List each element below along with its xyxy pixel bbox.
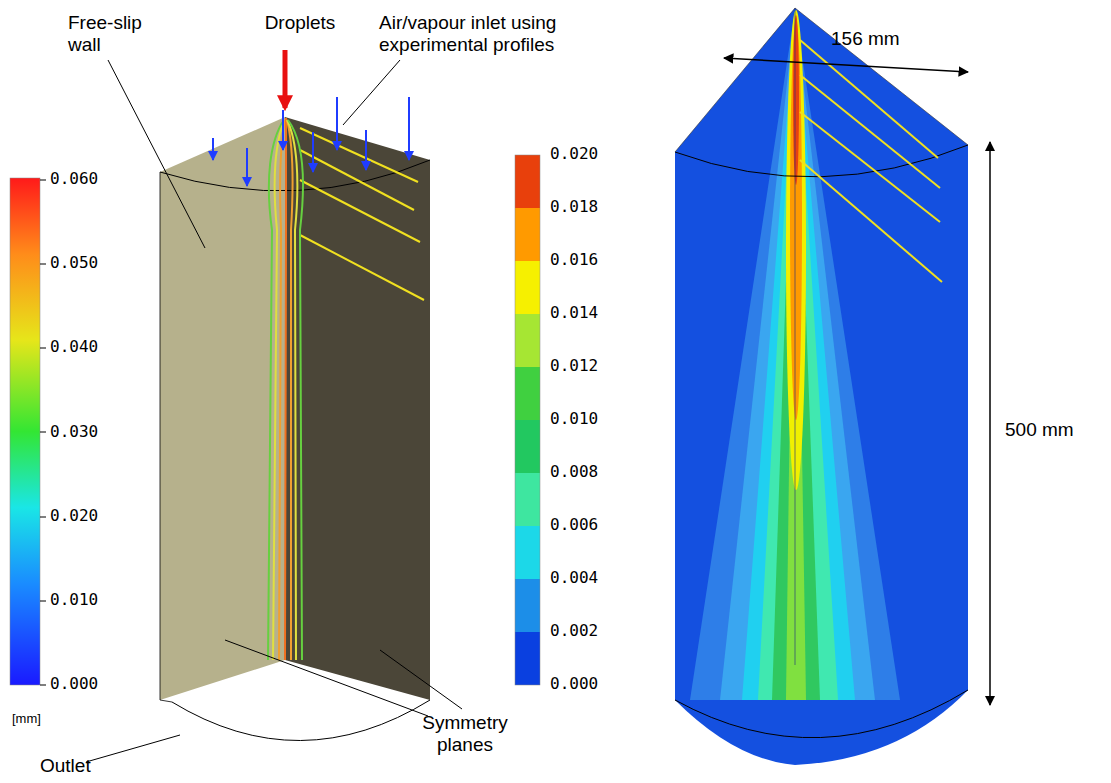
droplet-arrow [283, 50, 288, 108]
scale-tick: 0.020 [550, 145, 598, 163]
scale-tick: 0.040 [50, 338, 98, 356]
scale-tick: 0.010 [50, 591, 98, 609]
symmetry-plane [285, 117, 430, 700]
dimension-label: 500 mm [1005, 419, 1074, 441]
scale-tick: 0.030 [50, 423, 98, 441]
symmetry-plane [160, 117, 285, 700]
dimension-arrow [989, 142, 991, 705]
scale-tick: 0.020 [50, 507, 98, 525]
callout-label: Air/vapour inlet using experimental prof… [379, 12, 601, 56]
droplet-trajectories [268, 118, 303, 660]
callout-label: Symmetry planes [409, 712, 521, 756]
concentration-field [670, 0, 980, 780]
measurement-line [300, 128, 424, 300]
domain-edge [795, 8, 796, 665]
scale-tick: 0.000 [50, 675, 98, 693]
scale-tick: 0.014 [550, 304, 598, 322]
colour-bar-ticks [40, 180, 46, 685]
dimension-label: 156 mm [831, 28, 900, 50]
inlet-arrow [213, 97, 409, 186]
scale-tick: 0.002 [550, 622, 598, 640]
outlet-edge [675, 690, 968, 738]
domain-edge [675, 8, 968, 152]
dimension-arrow [724, 58, 968, 72]
inlet-edge [675, 145, 968, 177]
scale-tick: 0.050 [50, 254, 98, 272]
measurement-line [800, 40, 942, 282]
scale-tick: 0.012 [550, 357, 598, 375]
scale-tick: 0.060 [50, 170, 98, 188]
scale-tick: 0.016 [550, 251, 598, 269]
callout-label: Droplets [265, 12, 336, 34]
colour-bar [515, 155, 540, 685]
scale-tick: 0.008 [550, 463, 598, 481]
unit-label: [mm] [12, 712, 41, 727]
scale-tick: 0.010 [550, 410, 598, 428]
domain-edge [160, 172, 172, 702]
colour-bar-frame [10, 178, 40, 685]
outlet-edge [172, 700, 430, 741]
leader-line [86, 60, 462, 762]
colour-bar [10, 178, 40, 685]
scale-tick: 0.004 [550, 569, 598, 587]
scale-tick: 0.000 [550, 675, 598, 693]
scale-tick: 0.018 [550, 198, 598, 216]
callout-label: Outlet [40, 755, 91, 777]
callout-label: Free-slip wall [68, 12, 163, 56]
scale-tick: 0.006 [550, 516, 598, 534]
inlet-edge [160, 160, 430, 191]
